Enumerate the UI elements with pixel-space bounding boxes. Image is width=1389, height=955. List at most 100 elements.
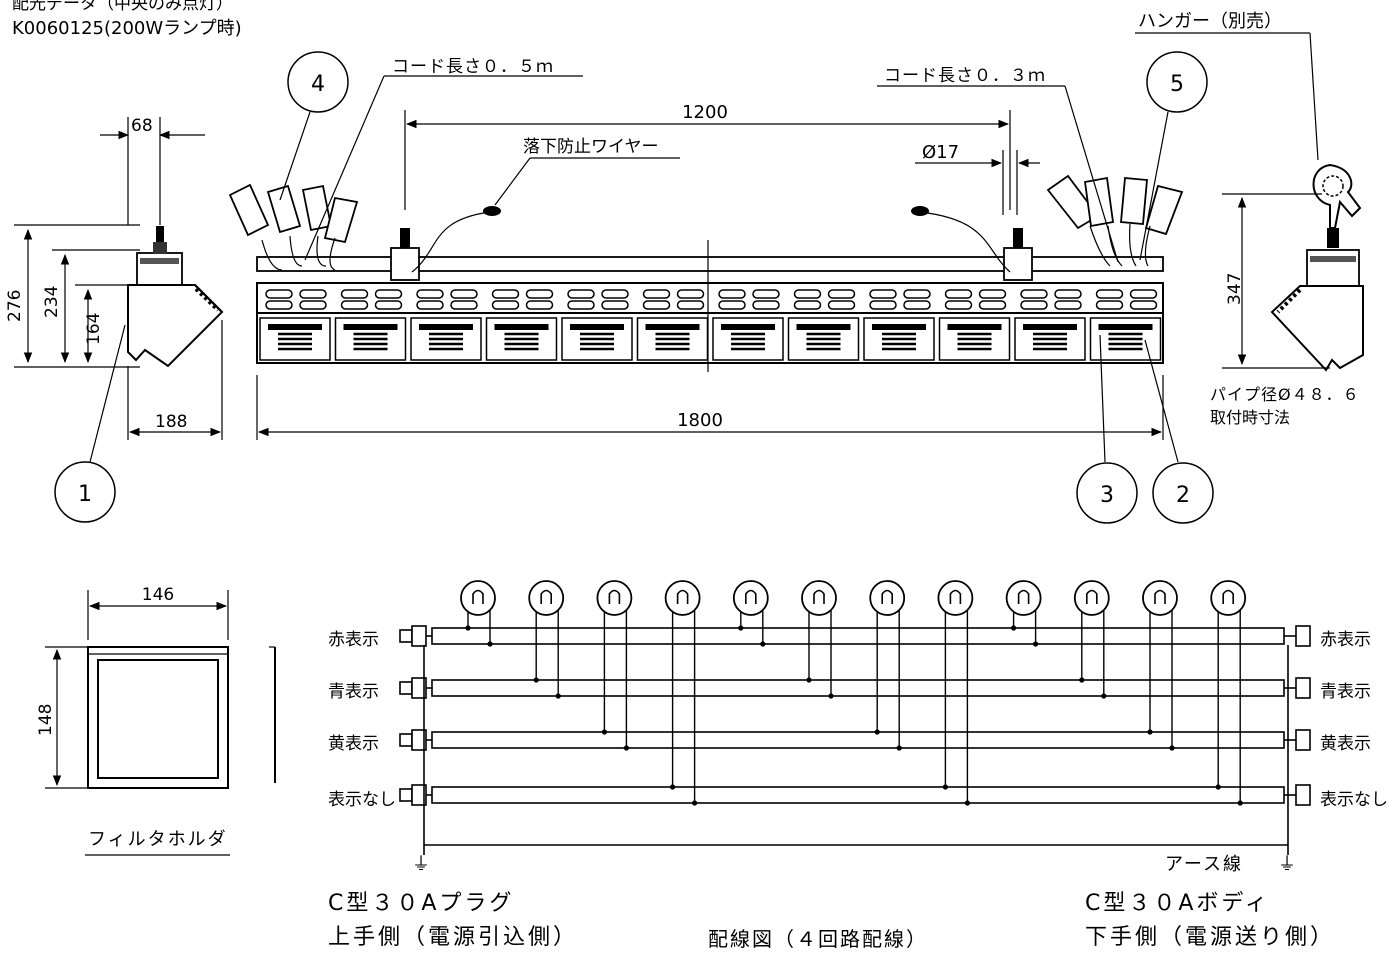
rail-tab (793, 289, 822, 299)
wiring-diagram: 赤表示 青表示 黄表示 表示なし 赤表示 青表示 黄表示 表示なし ⏚ ⏚ アー… (328, 580, 1388, 951)
rail-tab (793, 300, 822, 310)
lamp-symbol (528, 580, 565, 616)
rail-tab (525, 289, 554, 299)
rail-tab (1020, 300, 1048, 310)
lamp-symbol (664, 580, 701, 616)
rail-tab (869, 289, 897, 299)
rail-tab (374, 289, 403, 299)
circuit-right-none: 表示なし (1320, 790, 1388, 810)
dim-347: 347 (1225, 273, 1245, 305)
lamp-filament (1154, 589, 1166, 604)
rail-tab (752, 300, 780, 310)
rail-tab (827, 300, 856, 310)
callout-3-label: 3 (1100, 483, 1114, 508)
rail-tab (718, 289, 746, 299)
callout-1-label: 1 (78, 482, 92, 507)
junction-dot (964, 800, 971, 806)
junction-dot (828, 693, 834, 699)
body-right (1295, 784, 1311, 806)
junction-dot (942, 784, 949, 790)
lamp-filament (745, 589, 757, 604)
rail-tab (827, 289, 856, 299)
plug-subtitle: 上手側（電源引込側） (328, 925, 578, 950)
rail-tab (340, 289, 369, 299)
dim-188: 188 (155, 412, 187, 432)
callout-1 (54, 461, 116, 523)
dim-164: 164 (84, 313, 104, 345)
lamp-symbol (1005, 580, 1042, 616)
callout-4-label: 4 (311, 72, 325, 97)
dim-1800: 1800 (677, 410, 723, 431)
note-pipe: パイプ径Ø４８．６ (1210, 385, 1360, 404)
rail-tab (752, 289, 780, 299)
left-side-view: 68 276 234 164 188 1 (5, 116, 224, 523)
circuit-right-yellow: 黄表示 (1320, 734, 1371, 754)
circuit-right-blue: 青表示 (1320, 682, 1371, 702)
plug-left-body (411, 625, 427, 647)
bus-line (431, 786, 1285, 804)
rail-tab (1095, 289, 1124, 299)
rail-tab (265, 289, 293, 299)
circuit-left-none: 表示なし (328, 790, 396, 810)
junction-dot (806, 677, 812, 683)
plug-left (399, 788, 413, 802)
rail-tab (978, 289, 1007, 299)
rail-tab (903, 289, 931, 299)
junction-dot (487, 641, 493, 647)
lamp-unit-top (343, 324, 398, 330)
header-line1: 配光データ（中央のみ点灯） (12, 0, 233, 14)
lamp-filament (1086, 589, 1098, 604)
junction-dot (623, 745, 630, 751)
junction-dot (692, 800, 698, 806)
hanger-label: ハンガー（別売） (1138, 11, 1282, 32)
junction-dot (670, 784, 676, 790)
junction-dot (465, 625, 471, 631)
lamp-units (259, 289, 1162, 361)
rail-tab (416, 300, 444, 310)
note-cord-03: コード長さ０．３ｍ (884, 66, 1046, 86)
rail-tab (601, 289, 629, 299)
lamp-filament (949, 589, 962, 604)
circuit-right-red: 赤表示 (1320, 630, 1371, 650)
lamp-symbol (1210, 580, 1247, 616)
callout-4 (287, 51, 349, 113)
rail-tab (1095, 300, 1124, 310)
lamp-symbol (801, 580, 837, 616)
rail-tab (944, 289, 973, 299)
wiring-caption: 配線図（４回路配線） (708, 927, 928, 951)
plug-left (399, 629, 413, 643)
rail-tab (265, 300, 293, 310)
dim-phi17: Ø17 (922, 142, 959, 163)
lamp-unit-top (721, 324, 775, 330)
callout-5 (1146, 51, 1208, 113)
circuit-left-red: 赤表示 (328, 630, 379, 650)
rail-tab (978, 300, 1007, 310)
rail-tab (1129, 300, 1158, 310)
lamp-symbol (869, 580, 906, 616)
bus-line (431, 679, 1285, 697)
junction-dot (896, 745, 902, 751)
dim-146: 146 (142, 585, 174, 605)
circuit-left-blue: 青表示 (328, 682, 379, 702)
rail-tab (450, 300, 478, 310)
callout-5-label: 5 (1170, 72, 1184, 97)
rail-tab (525, 300, 554, 310)
junction-dot (874, 729, 880, 735)
lamp-unit-top (494, 324, 549, 330)
lamp-filament (1017, 589, 1030, 604)
header-line2: K0060125(200Wランプ時) (12, 18, 242, 39)
junction-dot (1101, 693, 1107, 699)
lamp-symbol (460, 580, 496, 616)
rail-tab (299, 289, 327, 299)
rail-tab (1129, 289, 1158, 299)
earth-symbol-left: ⏚ (412, 854, 430, 875)
lamp-symbol (596, 580, 633, 616)
dim-1200: 1200 (682, 102, 728, 123)
lamp-unit-top (872, 324, 926, 330)
junction-dot (1079, 677, 1085, 683)
callout-2 (1152, 462, 1214, 524)
rail-tab (676, 289, 705, 299)
callout-2-label: 2 (1176, 483, 1190, 508)
lamp-symbol (1142, 580, 1178, 616)
